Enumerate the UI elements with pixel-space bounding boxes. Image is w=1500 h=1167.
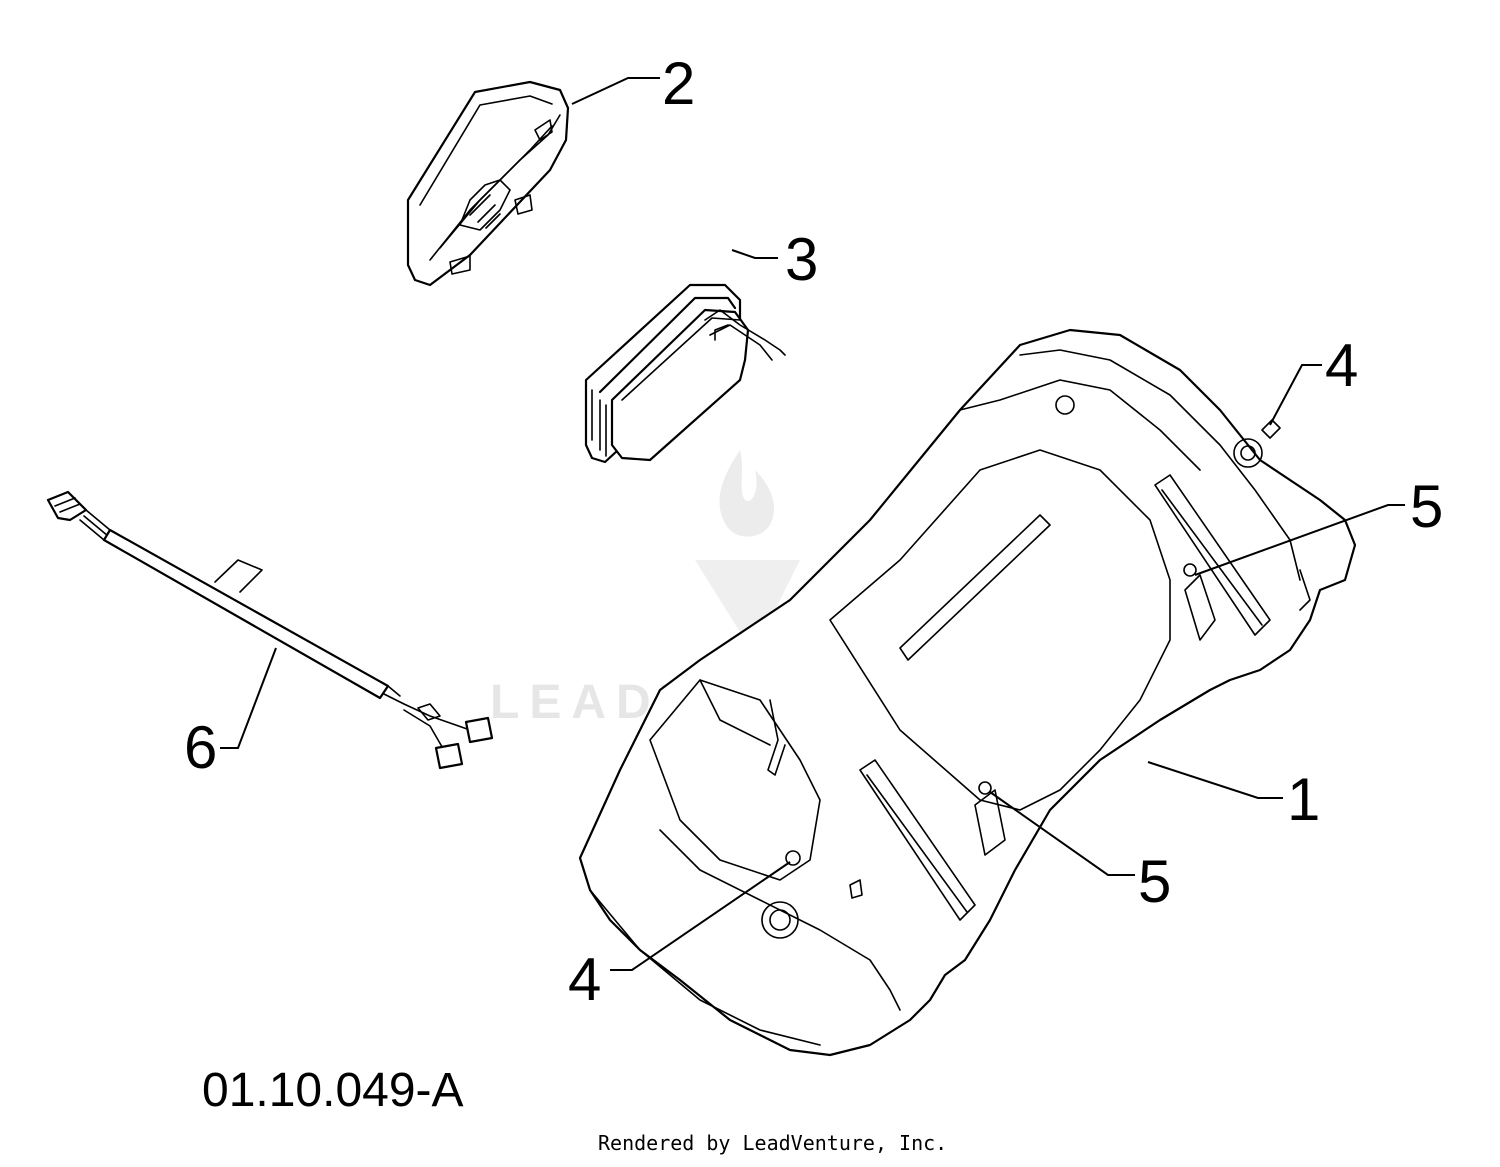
- leader-2: [571, 77, 660, 105]
- leader-3: [731, 249, 778, 259]
- leader-6: [220, 647, 277, 749]
- leader-lines: [220, 77, 1405, 971]
- v-logo-icon: [695, 560, 800, 640]
- callout-4-top: 4: [1325, 332, 1358, 399]
- leader-5-bottom: [989, 791, 1135, 876]
- diagram-id: 01.10.049-A: [202, 1064, 464, 1117]
- callout-5-top: 5: [1410, 473, 1443, 540]
- callout-2: 2: [662, 50, 695, 117]
- leader-1: [1147, 761, 1283, 799]
- render-credit: Rendered by LeadVenture, Inc.: [598, 1131, 947, 1155]
- leader-5-top: [1194, 504, 1405, 576]
- leader-4-top: [1269, 364, 1322, 426]
- part-6-wire-harness: [46, 490, 494, 770]
- callout-1: 1: [1287, 766, 1320, 833]
- callout-numbers: 2 3 4 5 1 5 4 6: [184, 50, 1443, 1013]
- callout-5-bottom: 5: [1138, 848, 1171, 915]
- callout-3: 3: [785, 226, 818, 293]
- callout-4-bottom: 4: [568, 946, 601, 1013]
- flame-logo-icon: [719, 450, 775, 537]
- part-3-module: [584, 283, 786, 464]
- leader-4-bottom: [610, 861, 791, 971]
- part-1-housing: [578, 328, 1357, 1057]
- part-2-cover: [406, 80, 570, 287]
- callout-6: 6: [184, 714, 217, 781]
